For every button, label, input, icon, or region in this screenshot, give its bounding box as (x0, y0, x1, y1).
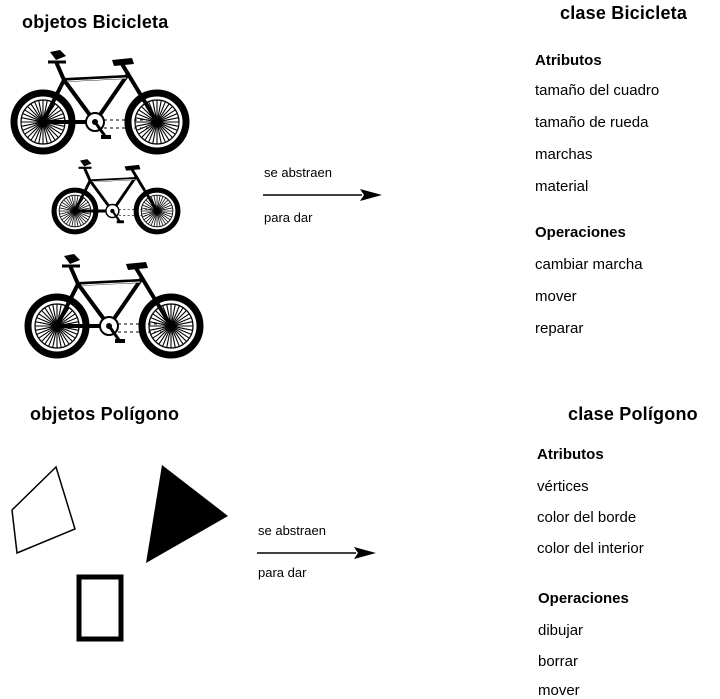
polygon-operations-heading: Operaciones (538, 590, 629, 607)
bicycle-attribute: material (535, 178, 589, 195)
bicycle-attribute: tamaño de rueda (535, 114, 649, 131)
bicycle-operations-heading: Operaciones (535, 224, 626, 241)
bicycle-attributes-heading: Atributos (535, 52, 602, 69)
polygon-operation: borrar (538, 653, 579, 670)
bicycle-operation: reparar (535, 320, 584, 337)
bicycle-arrow-label-bottom: para dar (264, 210, 313, 225)
bicycle-attribute: tamaño del cuadro (535, 82, 660, 99)
bicycle-operation: cambiar marcha (535, 256, 643, 273)
bicycle-attribute: marchas (535, 146, 593, 163)
polygon-arrow-label-bottom: para dar (258, 565, 307, 580)
bicycle-objects-title: objetos Bicicleta (22, 12, 169, 32)
bicycle-small (54, 159, 178, 232)
polygon-attribute: vértices (537, 478, 589, 495)
bicycle-large-2 (28, 254, 200, 355)
polygon-arrow-label-top: se abstraen (258, 523, 326, 538)
polygon-operation: mover (538, 682, 580, 699)
polygon-attributes-heading: Atributos (537, 446, 604, 463)
quadrilateral-shape (11, 465, 76, 555)
bicycle-operation: mover (535, 288, 577, 305)
bicycle-large-1 (14, 50, 186, 151)
polygon-attribute: color del interior (537, 540, 644, 557)
polygon-abstraction-arrow (257, 547, 376, 559)
polygon-objects-title: objetos Polígono (30, 404, 180, 424)
bicycle-arrow-label-top: se abstraen (264, 165, 332, 180)
polygon-attribute: color del borde (537, 509, 637, 526)
rectangle-shape (76, 574, 124, 642)
polygon-operation: dibujar (538, 622, 584, 639)
bicycle-class-title: clase Bicicleta (560, 3, 688, 23)
bicycle-abstraction-arrow (263, 189, 382, 201)
triangle-shape (146, 465, 228, 563)
polygon-class-title: clase Polígono (568, 404, 698, 424)
